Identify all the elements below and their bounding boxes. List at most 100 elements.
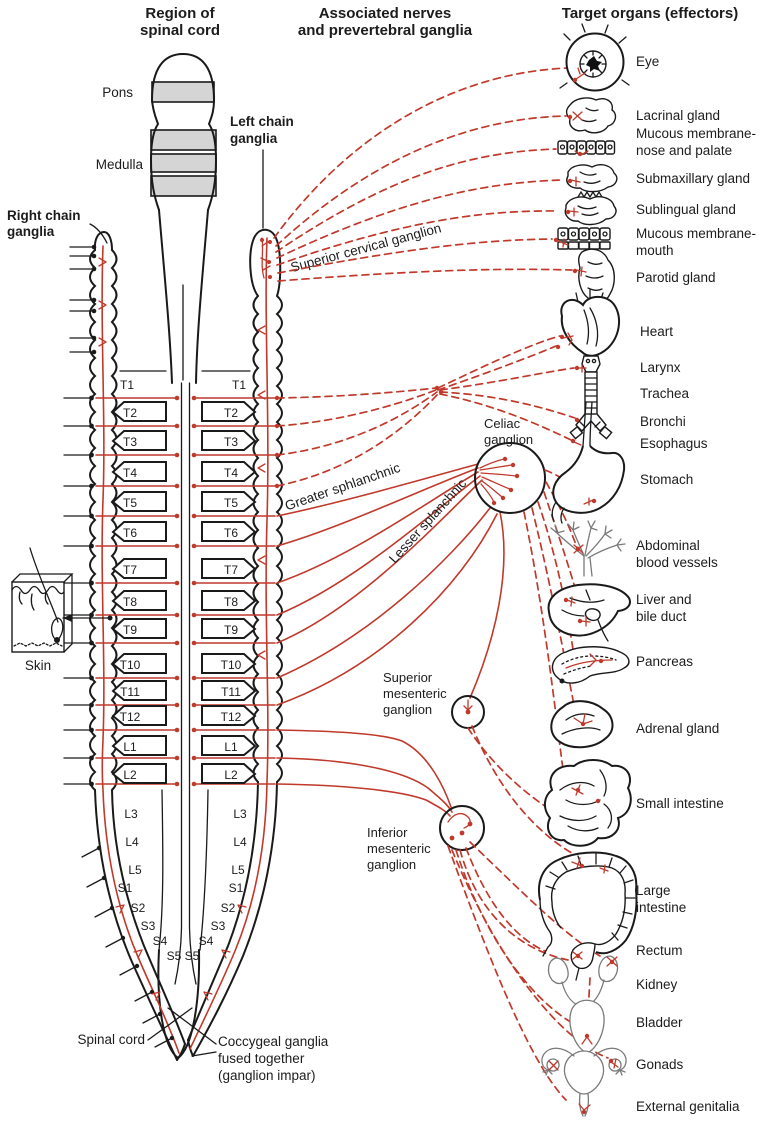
segment-box-right bbox=[201, 558, 257, 579]
segment-label-left-T2: T2 bbox=[123, 406, 137, 420]
segment-box-left bbox=[111, 461, 167, 482]
segment-label-left-S5: S5 bbox=[167, 949, 182, 963]
segment-label-right-T8: T8 bbox=[224, 595, 238, 609]
label-left-chain-2: ganglia bbox=[230, 131, 278, 146]
label-greater-splanchnic: Greater sphlanchnic bbox=[283, 460, 402, 514]
label-esophagus: Esophagus bbox=[640, 436, 708, 451]
segment-label-left-L2: L2 bbox=[123, 768, 137, 782]
label-parotid: Parotid gland bbox=[636, 270, 716, 285]
left-chain-ganglia bbox=[187, 228, 283, 1057]
segment-label-left-T11: T11 bbox=[120, 685, 140, 699]
lacrimal-gland-illustration bbox=[565, 97, 617, 134]
heart-illustration bbox=[555, 289, 621, 357]
segment-label-right-S2: S2 bbox=[221, 901, 236, 915]
segment-label-left-T1: T1 bbox=[120, 378, 134, 392]
label-rectum: Rectum bbox=[636, 943, 683, 958]
label-kidney: Kidney bbox=[636, 977, 678, 992]
label-bladder: Bladder bbox=[636, 1015, 683, 1030]
brainstem: Pons Medulla bbox=[96, 52, 218, 384]
label-coccygeal: Coccygeal ganglia bbox=[218, 1034, 329, 1049]
label-gonads: Gonads bbox=[636, 1057, 684, 1072]
segment-label-right-T10: T10 bbox=[221, 658, 242, 672]
segment-label-right-T9: T9 bbox=[224, 623, 238, 637]
segment-label-right-S1: S1 bbox=[229, 881, 244, 895]
label-medulla: Medulla bbox=[96, 157, 144, 172]
superior-cervical-ganglion-shape bbox=[249, 228, 282, 297]
label-abdominal-2: blood vessels bbox=[636, 555, 718, 570]
stomach-illustration bbox=[551, 401, 626, 524]
segment-label-left-L3: L3 bbox=[124, 807, 138, 821]
label-lacrimal: Lacrinal gland bbox=[636, 108, 720, 123]
label-larynx: Larynx bbox=[640, 360, 681, 375]
segment-label-left-T12: T12 bbox=[120, 710, 141, 724]
segment-box-right bbox=[201, 461, 257, 482]
segment-box-right bbox=[201, 763, 257, 784]
celiac-ganglion: Celiac ganglion bbox=[474, 416, 546, 514]
label-coccygeal-2: fused together bbox=[218, 1051, 305, 1066]
segment-box-right bbox=[201, 430, 257, 451]
label-heart: Heart bbox=[640, 324, 673, 339]
label-inf-mes-3: ganglion bbox=[367, 857, 416, 872]
segment-label-left-L1: L1 bbox=[123, 740, 137, 754]
segment-box-left bbox=[111, 705, 167, 726]
skin-illustration: Skin bbox=[11, 547, 113, 673]
segment-box-right bbox=[201, 618, 257, 639]
label-sup-mes: Superior bbox=[383, 670, 433, 685]
label-mucous-nose-2: nose and palate bbox=[636, 143, 732, 158]
label-large-intestine: Large bbox=[636, 883, 671, 898]
label-trachea: Trachea bbox=[640, 386, 690, 401]
segment-label-left-T6: T6 bbox=[123, 526, 137, 540]
label-celiac-2: ganglion bbox=[484, 432, 533, 447]
segment-label-right-S4: S4 bbox=[199, 934, 214, 948]
segment-label-right-T6: T6 bbox=[224, 526, 238, 540]
segment-box-left bbox=[111, 680, 167, 701]
label-left-chain: Left chain bbox=[230, 114, 294, 129]
label-sup-mes-2: mesenteric bbox=[383, 686, 447, 701]
label-pons: Pons bbox=[102, 85, 133, 100]
segment-box-left bbox=[111, 430, 167, 451]
label-eye: Eye bbox=[636, 54, 659, 69]
label-adrenal: Adrenal gland bbox=[636, 721, 719, 736]
inferior-mesenteric-ganglion: Inferior mesenteric ganglion bbox=[367, 805, 485, 872]
segment-label-right-T4: T4 bbox=[224, 466, 238, 480]
label-right-chain-2: ganglia bbox=[7, 224, 55, 239]
segment-box-right bbox=[201, 521, 257, 542]
segment-label-left-S2: S2 bbox=[131, 901, 146, 915]
segment-label-left-T9: T9 bbox=[123, 623, 137, 637]
scg-internal-fibers bbox=[260, 237, 272, 279]
segment-box-right bbox=[201, 401, 257, 422]
label-mucous-mouth-2: mouth bbox=[636, 243, 674, 258]
segment-label-left-T4: T4 bbox=[123, 466, 137, 480]
spinal-nerve-levels bbox=[63, 244, 280, 1048]
label-liver: Liver and bbox=[636, 592, 692, 607]
mucous-nose-illustration bbox=[557, 140, 616, 157]
mucous-mouth-illustration bbox=[553, 227, 611, 250]
segment-label-right-T11: T11 bbox=[221, 685, 241, 699]
label-sup-mes-3: ganglion bbox=[383, 702, 432, 717]
segment-box-left bbox=[111, 491, 167, 512]
submaxillary-gland-illustration bbox=[566, 164, 618, 193]
organ-labels: Eye Lacrinal gland Mucous membrane- nose… bbox=[636, 54, 756, 1114]
adrenal-gland-illustration bbox=[550, 700, 614, 749]
segment-label-left-T10: T10 bbox=[120, 658, 141, 672]
splanchnic-nerves bbox=[276, 463, 505, 817]
segment-label-right-T5: T5 bbox=[224, 496, 238, 510]
header-nerves-2: and prevertebral ganglia bbox=[298, 22, 473, 39]
label-skin: Skin bbox=[25, 658, 51, 673]
parotid-gland-illustration bbox=[572, 248, 615, 303]
segment-label-right-T3: T3 bbox=[224, 435, 238, 449]
segment-label-left-T5: T5 bbox=[123, 496, 137, 510]
column-headers: Region of spinal cord Associated nerves … bbox=[140, 5, 738, 39]
gonads-illustration bbox=[541, 1047, 627, 1117]
small-intestine-illustration bbox=[544, 759, 632, 847]
header-nerves: Associated nerves bbox=[319, 5, 452, 22]
segment-label-right-L3: L3 bbox=[233, 807, 247, 821]
segment-label-left-S1: S1 bbox=[118, 881, 133, 895]
label-mucous-nose: Mucous membrane- bbox=[636, 126, 756, 141]
label-large-intestine-2: intestine bbox=[636, 900, 686, 915]
chain-labels: Right chain ganglia Left chain ganglia S… bbox=[7, 114, 443, 275]
label-inf-mes-2: mesenteric bbox=[367, 841, 431, 856]
liver-illustration bbox=[547, 583, 631, 642]
label-celiac: Celiac bbox=[484, 416, 521, 431]
